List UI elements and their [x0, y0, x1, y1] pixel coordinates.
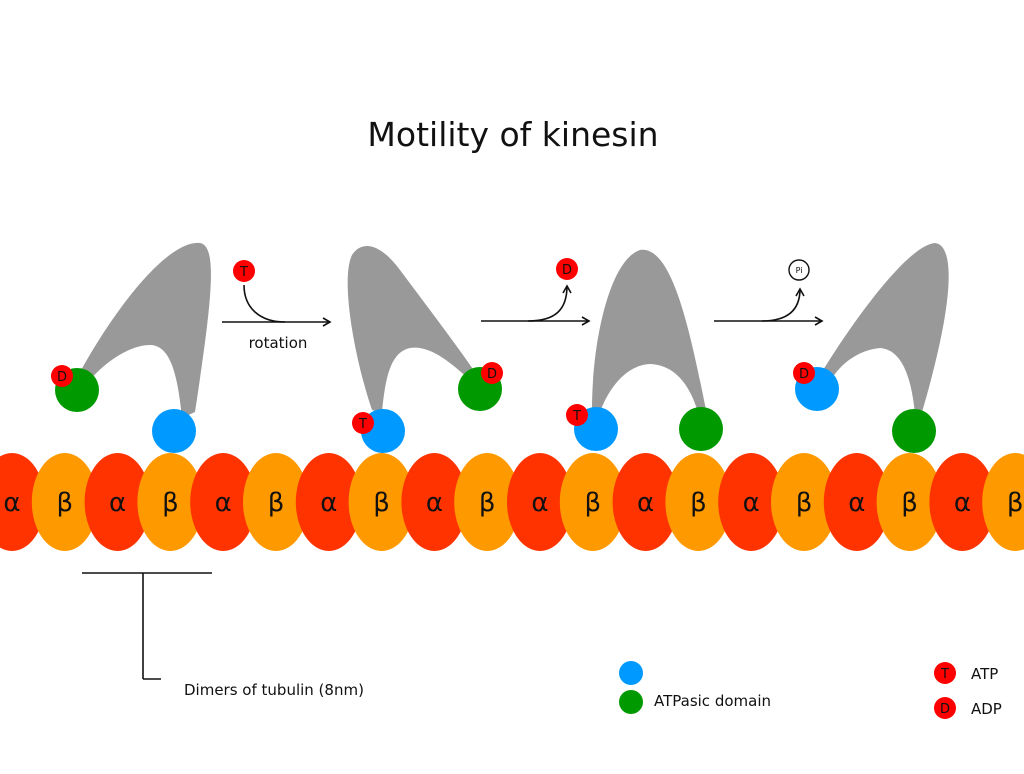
svg-text:T: T	[572, 409, 581, 424]
legend-atp-icon: T	[934, 662, 956, 684]
beta-label: β	[57, 488, 74, 518]
step-arrow-3: Pi	[714, 259, 824, 326]
kinesin-head-green	[679, 407, 723, 451]
beta-tubulin: β	[559, 453, 626, 551]
adp-badge: D	[481, 362, 503, 384]
alpha-tubulin: α	[507, 453, 573, 551]
kinesin-state-4: D	[793, 243, 949, 453]
alpha-tubulin: α	[84, 453, 151, 551]
alpha-tubulin: α	[190, 453, 257, 551]
adp-badge-released: D	[556, 258, 578, 280]
kinesin-stalk	[820, 243, 949, 414]
kinesin-stalk	[347, 246, 475, 412]
kinesin-stalk	[592, 249, 706, 412]
beta-tubulin: β	[137, 453, 204, 551]
beta-label: β	[1007, 488, 1024, 518]
alpha-label: α	[215, 488, 232, 518]
alpha-tubulin: α	[612, 453, 679, 551]
svg-text:D: D	[799, 367, 809, 382]
kinesin-state-2: D T	[347, 246, 503, 453]
alpha-label: α	[954, 488, 971, 518]
svg-text:T: T	[239, 265, 248, 280]
beta-label: β	[162, 488, 179, 518]
svg-text:D: D	[487, 367, 497, 382]
adp-badge: D	[51, 365, 73, 387]
alpha-label: α	[531, 488, 548, 518]
alpha-label: α	[320, 488, 337, 518]
legend-blue-head-icon	[619, 661, 643, 685]
dimer-annotation: Dimers of tubulin (8nm)	[82, 572, 364, 699]
alpha-tubulin: α	[929, 453, 996, 551]
atp-badge: T	[352, 412, 374, 434]
step-arrow-1: T rotation	[222, 260, 332, 352]
beta-tubulin: β	[665, 453, 732, 551]
beta-tubulin: β	[876, 453, 943, 551]
alpha-tubulin: α	[718, 453, 785, 551]
kinesin-head-green	[892, 409, 936, 453]
atp-badge: T	[566, 404, 588, 426]
svg-text:D: D	[57, 370, 67, 385]
alpha-tubulin: α	[0, 453, 45, 551]
kinesin-stalk	[80, 242, 211, 418]
beta-label: β	[901, 488, 918, 518]
svg-text:Pi: Pi	[796, 266, 803, 275]
alpha-label: α	[426, 488, 443, 518]
kinesin-state-3: T	[566, 249, 723, 451]
alpha-label: α	[743, 488, 760, 518]
phosphate-badge: Pi	[788, 259, 810, 281]
svg-text:T: T	[940, 667, 949, 682]
legend: ATPasic domain T ATP D ADP	[619, 661, 1002, 719]
alpha-label: α	[3, 488, 20, 518]
beta-tubulin: β	[454, 453, 521, 551]
beta-label: β	[690, 488, 707, 518]
alpha-label: α	[848, 488, 865, 518]
svg-text:T: T	[358, 417, 367, 432]
svg-text:D: D	[562, 263, 572, 278]
alpha-label: α	[109, 488, 126, 518]
beta-tubulin: β	[243, 453, 309, 551]
atp-badge: T	[233, 260, 255, 282]
alpha-tubulin: α	[401, 453, 468, 551]
beta-label: β	[585, 488, 602, 518]
beta-label: β	[479, 488, 496, 518]
beta-tubulin: β	[771, 453, 837, 551]
beta-label: β	[373, 488, 390, 518]
alpha-label: α	[637, 488, 654, 518]
adp-badge: D	[793, 362, 815, 384]
beta-label: β	[796, 488, 813, 518]
legend-adp-label: ADP	[971, 700, 1002, 718]
legend-domain-label: ATPasic domain	[654, 692, 771, 710]
beta-label: β	[268, 488, 285, 518]
beta-tubulin: β	[348, 453, 415, 551]
diagram-title: Motility of kinesin	[367, 115, 658, 154]
beta-tubulin: β	[982, 453, 1024, 551]
legend-green-head-icon	[619, 690, 643, 714]
alpha-tubulin: α	[823, 453, 890, 551]
step-arrow-2: D	[481, 258, 591, 326]
rotation-label: rotation	[249, 334, 308, 352]
svg-text:D: D	[940, 702, 950, 717]
legend-atp-label: ATP	[971, 665, 998, 683]
legend-adp-icon: D	[934, 697, 956, 719]
kinesin-state-1: D	[51, 242, 211, 453]
beta-tubulin: β	[31, 453, 98, 551]
dimer-label: Dimers of tubulin (8nm)	[184, 681, 364, 699]
kinesin-head-blue	[152, 409, 196, 453]
alpha-tubulin: α	[295, 453, 362, 551]
